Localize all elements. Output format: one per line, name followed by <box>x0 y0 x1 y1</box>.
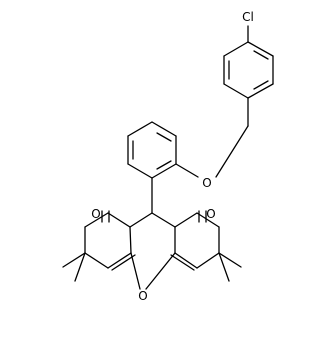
bond-line <box>127 163 153 179</box>
bond-line <box>107 252 132 269</box>
bond-line <box>253 50 269 60</box>
right-carbonyl-oxygen-label: O <box>206 207 215 221</box>
bond-line <box>196 212 220 228</box>
bond-line <box>107 212 131 228</box>
bond-line <box>151 212 176 228</box>
bond-line <box>145 252 176 290</box>
bond-line <box>215 125 249 178</box>
bond-line <box>130 252 141 290</box>
bond-line <box>156 132 172 142</box>
bond-line <box>247 41 274 57</box>
bond-line <box>156 160 172 170</box>
bond-line <box>175 163 199 178</box>
bond-line <box>196 252 220 269</box>
bond-line <box>253 80 269 90</box>
bond-line <box>151 163 177 179</box>
bond-line <box>151 121 177 137</box>
bond-line <box>247 83 274 99</box>
bond-line <box>84 212 109 228</box>
bond-line <box>218 252 242 268</box>
pyran-oxygen-label: O <box>138 289 147 303</box>
left-carbonyl-oxygen-label: O <box>91 207 100 221</box>
bond-line <box>127 121 153 137</box>
chlorine-label: Cl <box>242 10 254 24</box>
bond-line <box>174 252 198 269</box>
bond-line <box>129 212 153 228</box>
bond-line <box>62 252 86 268</box>
bond-line <box>111 254 136 271</box>
bond-line <box>223 41 249 57</box>
molecule-structure: Cl O O O O <box>62 10 274 303</box>
bond-line <box>84 252 109 269</box>
bond-line <box>218 252 230 282</box>
bond-line <box>170 254 195 271</box>
bond-line <box>174 212 198 228</box>
bond-line <box>74 252 86 282</box>
bond-line <box>223 83 249 99</box>
bond-line <box>129 226 132 254</box>
bond-lines <box>62 25 274 290</box>
ether-oxygen-label: O <box>202 176 211 190</box>
structure-canvas: Cl O O O O <box>62 10 274 303</box>
